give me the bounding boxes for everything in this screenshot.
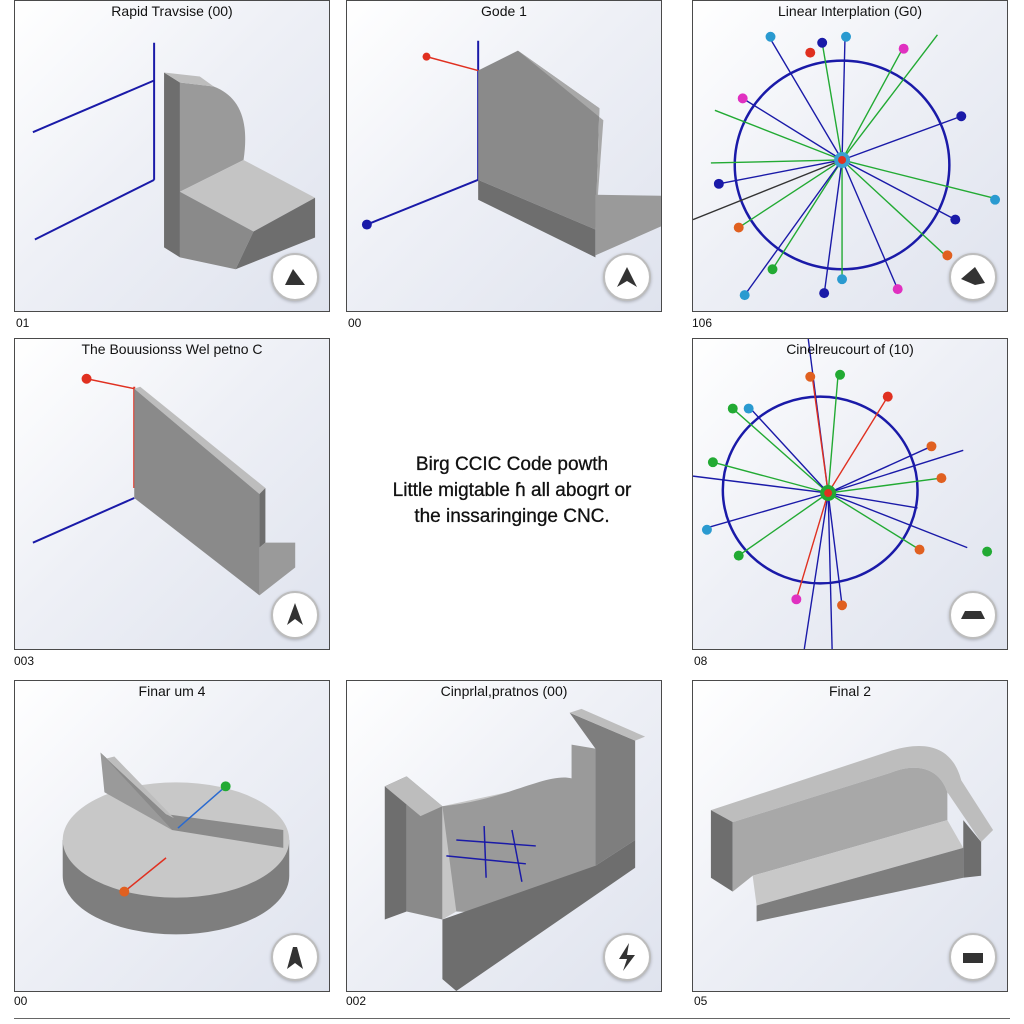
panel-number: 05 — [694, 994, 708, 1008]
panel-illustration — [32, 42, 316, 270]
diagram-panel-cinprlal: Cinprlal,pratnos (00) — [346, 680, 662, 992]
panel-number: 08 — [694, 654, 708, 668]
panel-illustration — [361, 40, 661, 258]
tool-icon — [949, 591, 997, 639]
tool-icon — [949, 253, 997, 301]
panel-title: Cinelreucourt of (10) — [786, 341, 914, 357]
tool-icon — [271, 933, 319, 981]
diagram-panel-final-2: Final 2 — [692, 680, 1008, 992]
panel-title: The Bouusionss Wel petno C — [81, 341, 263, 357]
diagram-panel-rapid-traverse: Rapid Travsise (00) — [14, 0, 330, 312]
diagram-panel-linear-interpolation: Linear Interplation (G0) — [692, 0, 1008, 312]
tool-icon — [603, 253, 651, 301]
panel-number: 01 — [16, 316, 30, 330]
panel-number: 00 — [348, 316, 362, 330]
panel-title: Gode 1 — [481, 3, 527, 19]
panel-number: 002 — [346, 994, 367, 1008]
panel-title: Finar um 4 — [138, 683, 206, 699]
diagram-panel-gode-1: Gode 1 — [346, 0, 662, 312]
panel-number: 106 — [692, 316, 713, 330]
panel-illustration — [710, 745, 994, 922]
caption-line: Little migtable ɦ all abogrt or — [392, 480, 632, 501]
panel-title: Rapid Travsise (00) — [111, 3, 233, 19]
panel-number: 00 — [14, 994, 28, 1008]
panel-illustration — [62, 752, 290, 935]
caption-line: Birg CCIC Code powth — [415, 454, 609, 475]
panel-number: 003 — [14, 654, 35, 668]
diagram-panel-final-4: Finar um 4 — [14, 680, 330, 992]
footer-divider — [14, 1018, 1010, 1019]
diagram-panel-circle-count: Cinelreucourt of (10) — [692, 338, 1008, 650]
panel-illustration — [384, 708, 646, 991]
panel-title: Final 2 — [828, 683, 872, 699]
diagram-panel-boundary: The Bouusionss Wel petno C — [14, 338, 330, 650]
radial-toolpath-illustration — [693, 31, 1001, 301]
tool-icon — [271, 253, 319, 301]
lightning-icon — [603, 933, 651, 981]
panel-illustration — [32, 373, 296, 596]
radial-toolpath-illustration — [693, 339, 993, 649]
panel-title: Cinprlal,pratnos (00) — [440, 683, 568, 699]
tool-icon — [271, 591, 319, 639]
center-caption: Birg CCIC Code powth Little migtable ɦ a… — [346, 452, 678, 530]
caption-line: the inssaringinge CNC. — [414, 506, 610, 527]
tool-icon — [949, 933, 997, 981]
panel-title: Linear Interplation (G0) — [778, 3, 922, 19]
